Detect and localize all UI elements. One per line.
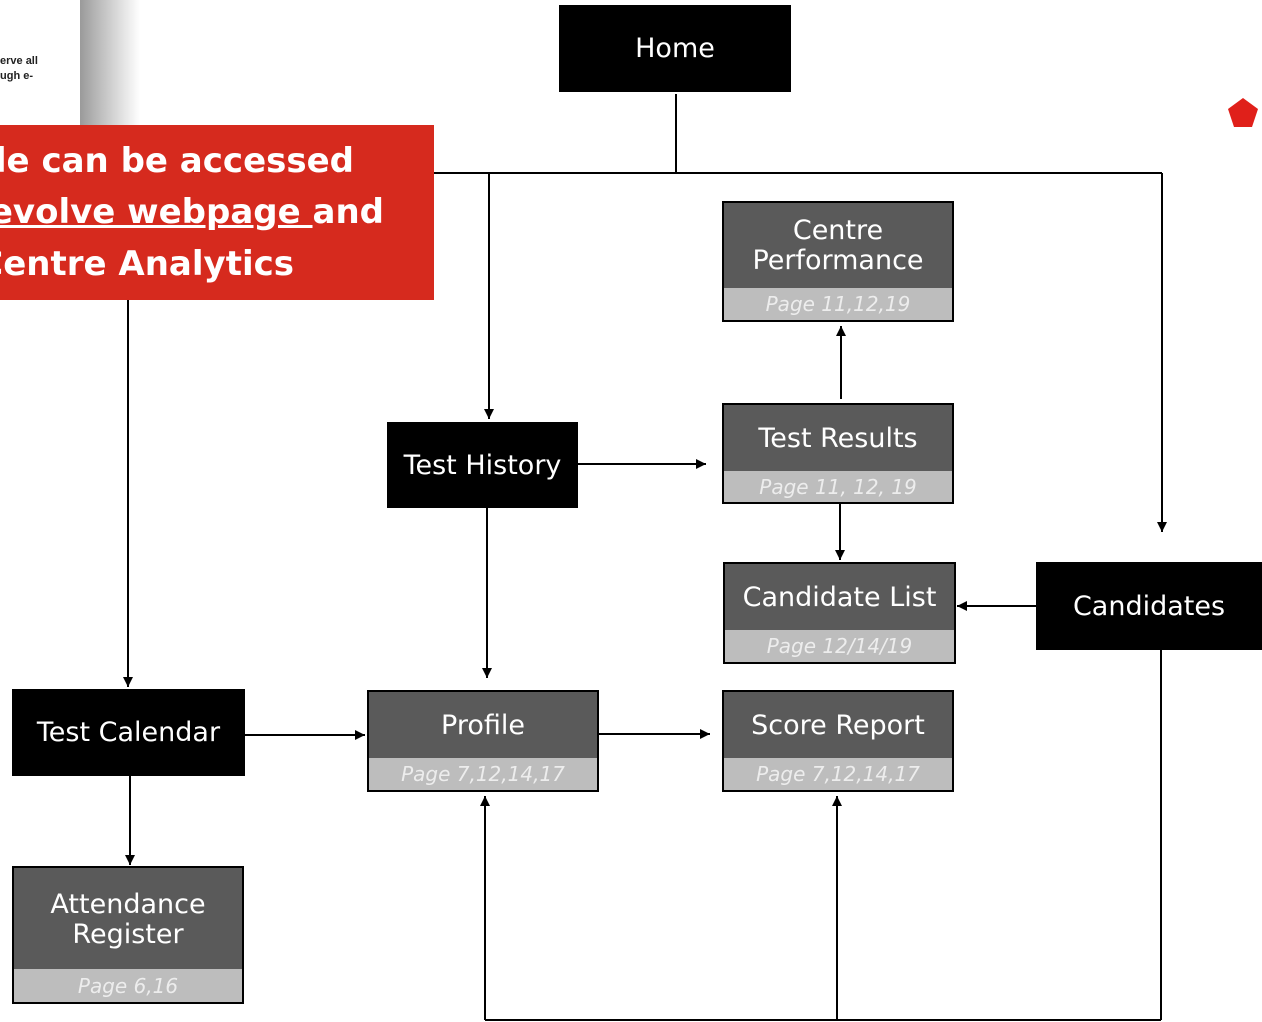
profile-node-title: Profile: [441, 710, 525, 741]
background-text-line-2: ugh e-: [0, 70, 33, 82]
candidate-list-node-title: Candidate List: [742, 582, 937, 613]
test-results-node-title: Test Results: [758, 422, 918, 454]
centre-performance-page-ref: Page 11,12,19: [724, 288, 952, 320]
banner-line-3: Centre Analytics: [0, 244, 294, 284]
banner-line-2-suffix: and: [312, 192, 385, 232]
test-results-node[interactable]: Test Results Page 11, 12, 19: [722, 403, 954, 504]
centre-performance-title-line-1: Centre: [792, 214, 884, 246]
profile-node[interactable]: Profile Page 7,12,14,17: [367, 690, 599, 792]
banner-line-1: uide can be accessed: [0, 141, 354, 181]
centre-performance-node-title: Centre Performance: [724, 203, 952, 288]
centre-performance-title-line-2: Performance: [752, 244, 924, 276]
test-calendar-node-title: Test Calendar: [36, 717, 221, 748]
evolve-webpage-link[interactable]: evolve webpage: [0, 192, 313, 232]
candidate-list-node[interactable]: Candidate List Page 12/14/19: [723, 562, 956, 664]
score-report-page-ref: Page 7,12,14,17: [724, 758, 952, 790]
home-node-title: Home: [635, 33, 715, 64]
info-banner: uide can be accessed e evolve webpage an…: [0, 125, 434, 300]
test-history-node[interactable]: Test History: [387, 422, 578, 508]
attendance-register-title-line-1: Attendance: [50, 888, 206, 920]
test-results-page-ref: Page 11, 12, 19: [724, 471, 952, 502]
centre-performance-node[interactable]: Centre Performance Page 11,12,19: [722, 201, 954, 322]
attendance-register-node-title: Attendance Register: [14, 868, 242, 971]
attendance-register-page-ref: Page 6,16: [14, 969, 242, 1002]
candidates-node[interactable]: Candidates: [1036, 562, 1262, 650]
background-text-line-1: erve all: [0, 55, 38, 67]
test-history-node-title: Test History: [403, 449, 562, 481]
background-document: [0, 0, 80, 125]
background-shadow: [80, 0, 140, 125]
banner-line-2: e evolve webpage and: [0, 192, 384, 232]
candidates-node-title: Candidates: [1072, 590, 1226, 622]
score-report-node-title: Score Report: [751, 710, 925, 741]
profile-page-ref: Page 7,12,14,17: [369, 758, 597, 790]
candidate-list-page-ref: Page 12/14/19: [725, 630, 954, 662]
pentagon-icon: [1228, 98, 1258, 127]
score-report-node[interactable]: Score Report Page 7,12,14,17: [722, 690, 954, 792]
attendance-register-node[interactable]: Attendance Register Page 6,16: [12, 866, 244, 1004]
test-calendar-node[interactable]: Test Calendar: [12, 689, 245, 776]
attendance-register-title-line-2: Register: [72, 918, 184, 950]
background-document-text: erve all ugh e-: [0, 54, 38, 84]
home-node[interactable]: Home: [559, 5, 791, 92]
